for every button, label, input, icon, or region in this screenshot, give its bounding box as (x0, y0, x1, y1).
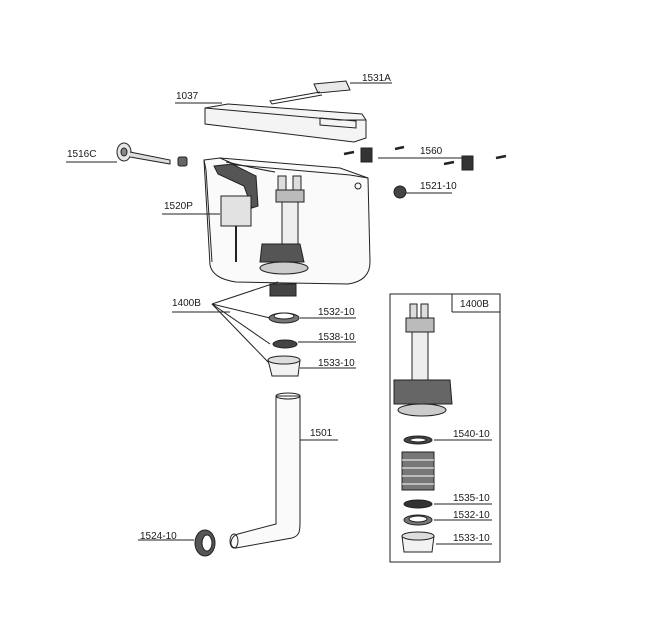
part-1520p-fill-valve (162, 163, 259, 262)
part-1531a-lever (269, 80, 392, 105)
part-1037-lid (175, 102, 367, 143)
label-1501: 1501 (310, 428, 333, 439)
label-1532-10: 1532-10 (318, 307, 355, 318)
inset-title: 1400B (460, 299, 489, 310)
inset-flush-valve (393, 303, 492, 553)
label-1400b: 1400B (172, 298, 201, 309)
label-1524-10: 1524-10 (140, 531, 177, 542)
label-1037: 1037 (176, 91, 199, 102)
label-1521-10: 1521-10 (420, 181, 457, 192)
inset-label-1532-10: 1532-10 (453, 510, 490, 521)
part-1533-10-cone (267, 355, 356, 377)
part-1516c-side-lever (66, 142, 188, 167)
label-1560: 1560 (420, 146, 443, 157)
part-1560-brackets (343, 145, 507, 171)
part-1521-10-plug (393, 185, 452, 199)
inset-label-1535-10: 1535-10 (453, 493, 490, 504)
callout-1400b-lines (172, 281, 279, 365)
part-1501-flush-pipe (229, 392, 338, 549)
inset-label-1533-10: 1533-10 (453, 533, 490, 544)
part-1524-10-ring (138, 529, 216, 557)
label-1516c: 1516C (67, 149, 97, 160)
inset-label-1540-10: 1540-10 (453, 429, 490, 440)
label-1538-10: 1538-10 (318, 332, 355, 343)
label-1531a: 1531A (362, 73, 391, 84)
part-1532-10-nut (268, 312, 356, 324)
label-1533-10: 1533-10 (318, 358, 355, 369)
part-flush-valve-installed (259, 175, 309, 297)
part-1538-10-washer (272, 339, 356, 349)
label-1520p: 1520P (164, 201, 193, 212)
